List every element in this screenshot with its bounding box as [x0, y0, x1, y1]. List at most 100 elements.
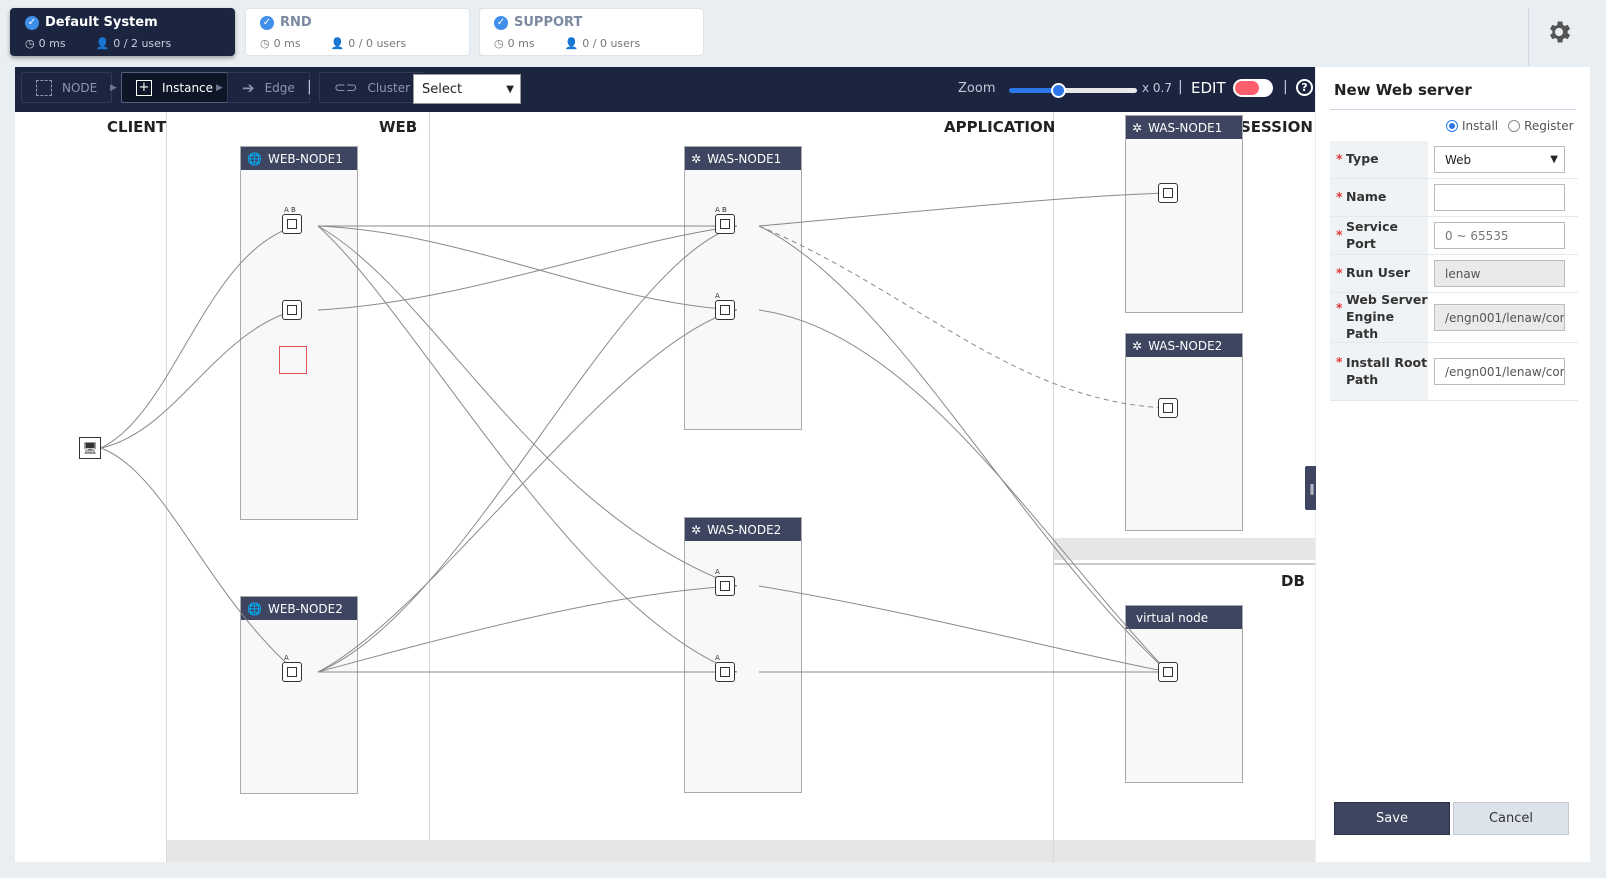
- web-instance[interactable]: [282, 300, 302, 320]
- system-users: 0 / 2 users: [113, 37, 172, 50]
- panel-title: New Web server: [1334, 81, 1472, 99]
- type-row: *Type Web▼: [1330, 141, 1578, 179]
- db-virtual-node[interactable]: virtual node: [1125, 605, 1243, 783]
- session-zone: [1053, 112, 1315, 862]
- server-icon: [720, 219, 730, 229]
- register-radio[interactable]: Register: [1508, 119, 1574, 133]
- system-tab-support[interactable]: ✓SUPPORT ◷0 ms 👤0 / 0 users: [479, 8, 704, 56]
- zoom-slider[interactable]: [1009, 83, 1137, 98]
- user-icon: 👤: [95, 37, 110, 50]
- zone-label-web: WEB: [379, 118, 418, 136]
- zoom-slider-handle[interactable]: [1051, 83, 1066, 98]
- system-latency: 0 ms: [38, 37, 66, 50]
- engine-path-input[interactable]: /engn001/lenaw/con: [1434, 304, 1565, 331]
- node-title: WAS-NODE2: [707, 522, 782, 537]
- user-icon: 👤: [564, 37, 579, 50]
- install-radio-label: Install: [1462, 119, 1499, 133]
- system-tab-rnd[interactable]: ✓RND ◷0 ms 👤0 / 0 users: [245, 8, 470, 56]
- client-instance[interactable]: 🖥: [79, 437, 101, 459]
- server-icon: [287, 219, 297, 229]
- check-icon: ✓: [494, 15, 508, 30]
- web-zone: [166, 112, 429, 862]
- node-title: virtual node: [1136, 610, 1209, 625]
- zone-label-session: SESSION: [1240, 118, 1313, 136]
- link-icon: ⊂⊃: [334, 79, 358, 96]
- web-instance[interactable]: [282, 214, 302, 234]
- edit-label: EDIT: [1191, 79, 1226, 97]
- globe-icon: 🌐: [247, 601, 262, 616]
- required-mark: *: [1336, 189, 1343, 205]
- node-tool-button[interactable]: NODE: [21, 72, 113, 103]
- web-node-2[interactable]: 🌐 WEB-NODE2: [240, 596, 358, 794]
- instance-tag: A B: [284, 206, 296, 214]
- save-button[interactable]: Save: [1334, 802, 1450, 835]
- chevron-down-icon: ▼: [1550, 154, 1558, 165]
- install-root-input[interactable]: /engn001/lenaw/con: [1434, 358, 1565, 385]
- system-latency: 0 ms: [273, 37, 301, 50]
- node-title: WAS-NODE1: [1148, 120, 1223, 135]
- type-select[interactable]: Web ▼: [1434, 146, 1565, 173]
- toolbar-separator: |: [1178, 79, 1183, 95]
- run-user-input[interactable]: lenaw: [1434, 260, 1565, 287]
- web-zone-footer: [167, 840, 1053, 862]
- globe-icon: 🌐: [247, 151, 262, 166]
- check-icon: ✓: [260, 15, 274, 30]
- panel-collapse-handle[interactable]: ‖: [1305, 466, 1319, 510]
- new-instance-placeholder[interactable]: [279, 346, 307, 374]
- server-icon: [1163, 188, 1173, 198]
- dashed-select-icon: [36, 79, 52, 96]
- run-user-label: Run User: [1346, 265, 1411, 281]
- instance-tool-button[interactable]: + Instance: [121, 72, 229, 103]
- check-icon: ✓: [25, 15, 39, 30]
- session-instance[interactable]: [1158, 183, 1178, 203]
- name-row: *Name: [1330, 179, 1578, 217]
- cluster-tool-button[interactable]: ⊂⊃ Cluster: [319, 72, 426, 103]
- session-instance[interactable]: [1158, 398, 1178, 418]
- was-instance[interactable]: [715, 214, 735, 234]
- clock-icon: ◷: [25, 37, 35, 50]
- type-select-value: Web: [1445, 152, 1472, 167]
- application-zone: [429, 112, 1053, 862]
- name-input[interactable]: [1434, 184, 1565, 211]
- session-node-1[interactable]: ✲WAS-NODE1: [1125, 115, 1243, 313]
- gear-icon[interactable]: [1545, 18, 1573, 46]
- cancel-button[interactable]: Cancel: [1453, 802, 1569, 835]
- gear-node-icon: ✲: [691, 522, 702, 537]
- engine-path-row: *Web Server Engine Path /engn001/lenaw/c…: [1330, 292, 1578, 343]
- topology-canvas[interactable]: CLIENT WEB APPLICATION SESSION DB 🌐WEB-N…: [15, 112, 1315, 862]
- cluster-tool-label: Cluster: [367, 80, 411, 95]
- install-radio[interactable]: Install: [1446, 119, 1498, 133]
- clock-icon: ◷: [260, 37, 270, 50]
- port-row: *Service Port 0 ~ 65535: [1330, 217, 1578, 255]
- toolbar-separator: |: [1283, 79, 1288, 95]
- plus-box-icon: +: [136, 79, 152, 96]
- server-icon: [287, 667, 297, 677]
- system-tab-default[interactable]: ✓Default System ◷0 ms 👤0 / 2 users: [10, 8, 235, 56]
- session-node-2[interactable]: ✲WAS-NODE2: [1125, 333, 1243, 531]
- server-icon: [720, 305, 730, 315]
- node-title: WEB-NODE2: [267, 601, 343, 616]
- was-instance[interactable]: [715, 662, 735, 682]
- cluster-select[interactable]: Select ▼: [413, 74, 521, 104]
- new-web-server-panel: New Web server Install Register *Type We…: [1316, 67, 1590, 862]
- edit-toggle[interactable]: [1233, 79, 1273, 97]
- user-icon: 👤: [330, 37, 345, 50]
- was-node-2[interactable]: ✲ WAS-NODE2: [684, 517, 802, 793]
- web-node-1[interactable]: 🌐WEB-NODE1: [240, 146, 358, 520]
- zoom-label: Zoom: [958, 81, 996, 96]
- was-instance[interactable]: [715, 576, 735, 596]
- web-instance[interactable]: [282, 662, 302, 682]
- chevron-right-icon: ▶: [216, 83, 223, 93]
- help-icon[interactable]: ?: [1296, 79, 1313, 96]
- instance-tool-label: Instance: [162, 80, 214, 95]
- edge-tool-button[interactable]: ➔ Edge: [227, 72, 310, 103]
- server-icon: [720, 667, 730, 677]
- was-instance[interactable]: [715, 300, 735, 320]
- install-root-row: *Install Root Path /engn001/lenaw/con: [1330, 343, 1578, 401]
- was-node-1[interactable]: ✲WAS-NODE1: [684, 146, 802, 430]
- port-label: Service Port: [1346, 218, 1398, 251]
- service-port-input[interactable]: 0 ~ 65535: [1434, 222, 1565, 249]
- node-title: WAS-NODE2: [1148, 338, 1223, 353]
- db-instance[interactable]: [1158, 662, 1178, 682]
- zoom-value: x 0.7: [1142, 81, 1172, 95]
